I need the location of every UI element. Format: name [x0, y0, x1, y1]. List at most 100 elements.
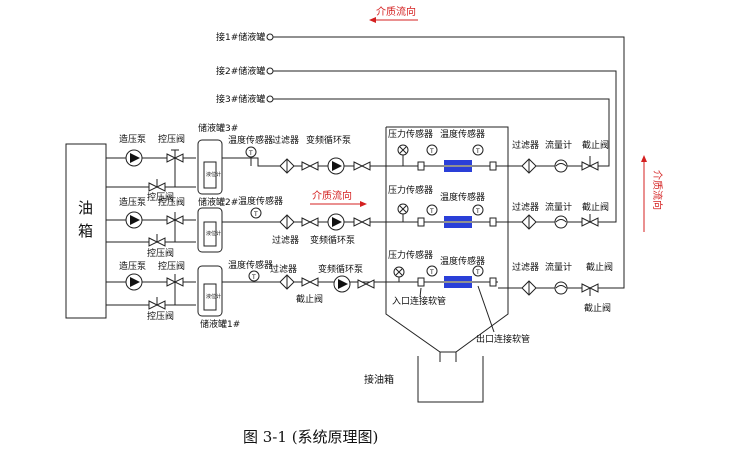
svg-text:储液罐1#: 储液罐1# [200, 318, 240, 330]
storage-tank-3: 液位计 [197, 139, 223, 195]
svg-text:造压泵: 造压泵 [119, 133, 146, 145]
svg-text:流量计: 流量计 [545, 261, 572, 273]
svg-text:截止阀: 截止阀 [586, 261, 613, 273]
figure-caption: 图 3-1 (系统原理图) [243, 428, 378, 446]
svg-text:截止阀: 截止阀 [582, 201, 609, 213]
temp-sensor-icon: T T [426, 204, 484, 216]
svg-text:液位计: 液位计 [206, 171, 221, 178]
valve-icon [301, 217, 319, 227]
svg-text:储液罐2#: 储液罐2# [198, 196, 238, 208]
svg-text:过滤器: 过滤器 [512, 201, 539, 213]
svg-text:压力传感器: 压力传感器 [388, 249, 433, 261]
outlet-row-1: 过滤器 流量计 截止阀 [498, 139, 610, 174]
relief-valve-icon [148, 297, 166, 310]
svg-text:过滤器: 过滤器 [272, 234, 299, 246]
svg-text:入口连接软管: 入口连接软管 [392, 295, 446, 307]
temp-sensor-icon: T T [426, 144, 484, 156]
control-valve-icon [166, 212, 184, 225]
flow-direction-top: 介质流向 [369, 5, 418, 23]
filter-icon [279, 158, 295, 174]
svg-text:接油箱: 接油箱 [364, 373, 394, 386]
svg-text:压力传感器: 压力传感器 [388, 184, 433, 196]
specimen-hose-icon [417, 216, 497, 228]
outlet-row-2: 过滤器 流量计 截止阀 [498, 201, 610, 230]
svg-text:截止阀: 截止阀 [584, 302, 611, 314]
filter-icon [521, 214, 537, 230]
relief-valve-icon [148, 234, 166, 247]
flow-direction-right: 介质流向 [641, 155, 664, 232]
flowmeter-icon [554, 215, 568, 229]
row-3: 造压泵 控压阀 控压阀 液位计 储液罐1# 温度传感器 T 过滤器 截止阀 变频… [106, 259, 396, 330]
outlet-row-3: 过滤器 流量计 截止阀 截止阀 [498, 261, 613, 314]
temp-sensor-icon: T [245, 146, 257, 166]
filter-icon [279, 274, 295, 290]
shutoff-valve-icon [581, 283, 599, 296]
svg-text:流量计: 流量计 [545, 139, 572, 151]
svg-text:温度传感器: 温度传感器 [228, 259, 273, 271]
svg-text:变频循环泵: 变频循环泵 [318, 263, 363, 275]
storage-tank-1: 液位计 [197, 265, 223, 317]
storage-tank-2: 液位计 [197, 207, 223, 253]
svg-text:过滤器: 过滤器 [512, 261, 539, 273]
svg-text:流量计: 流量计 [545, 201, 572, 213]
flow-direction-row2: 介质流向 [310, 189, 367, 207]
svg-text:截止阀: 截止阀 [582, 139, 609, 151]
svg-text:变频循环泵: 变频循环泵 [310, 234, 355, 246]
svg-text:T: T [475, 208, 480, 215]
storage-outlet-3: 接3#储液罐 [216, 93, 610, 158]
svg-text:T: T [429, 208, 434, 215]
temp-sensor-icon: T [250, 207, 262, 219]
check-valve-icon [353, 217, 371, 227]
filter-icon [279, 214, 295, 230]
pressure-pump-icon [125, 149, 143, 167]
svg-text:出口连接软管: 出口连接软管 [476, 333, 530, 345]
control-valve-icon [166, 149, 184, 163]
pressure-sensor-icon [393, 266, 405, 282]
vf-pump-icon [333, 275, 351, 293]
svg-text:控压阀: 控压阀 [158, 260, 185, 272]
svg-text:箱: 箱 [78, 222, 93, 240]
svg-text:控压阀: 控压阀 [147, 310, 174, 322]
test-chamber [385, 126, 509, 362]
svg-text:T: T [429, 269, 434, 276]
svg-text:过滤器: 过滤器 [270, 263, 297, 275]
svg-text:油: 油 [78, 199, 93, 217]
check-valve-icon [353, 161, 371, 171]
svg-text:温度传感器: 温度传感器 [228, 134, 273, 146]
svg-text:变频循环泵: 变频循环泵 [306, 134, 351, 146]
svg-text:温度传感器: 温度传感器 [440, 128, 485, 140]
pressure-sensor-icon [397, 203, 409, 222]
oil-tank: 油 箱 [65, 143, 107, 319]
flowmeter-icon [554, 281, 568, 295]
svg-text:控压阀: 控压阀 [147, 191, 174, 203]
svg-text:T: T [253, 211, 258, 218]
svg-text:过滤器: 过滤器 [272, 134, 299, 146]
svg-text:控压阀: 控压阀 [158, 196, 185, 208]
svg-text:T: T [248, 150, 253, 157]
specimen-hose-icon [417, 276, 497, 288]
chamber-row-3: 压力传感器 温度传感器 T T 入口连接软管 出口连接软管 [388, 249, 530, 345]
vf-pump-icon [327, 213, 345, 231]
svg-text:温度传感器: 温度传感器 [440, 191, 485, 203]
pressure-sensor-icon [397, 144, 409, 166]
svg-text:介质流向: 介质流向 [651, 170, 664, 210]
pressure-pump-icon [125, 211, 143, 229]
temp-sensor-icon: T T [426, 265, 484, 277]
svg-text:过滤器: 过滤器 [512, 139, 539, 151]
svg-text:控压阀: 控压阀 [147, 247, 174, 259]
temp-sensor-icon: T [248, 270, 260, 282]
row-2: 造压泵 控压阀 控压阀 储液罐2# 液位计 温度传感器 T 过滤器 变频循环泵 … [106, 189, 396, 259]
inlet-shutoff-valve-icon [301, 277, 319, 287]
svg-text:造压泵: 造压泵 [119, 196, 146, 208]
svg-text:液位计: 液位计 [206, 230, 221, 237]
control-valve-icon [166, 274, 184, 287]
svg-text:T: T [429, 148, 434, 155]
svg-text:液位计: 液位计 [206, 293, 221, 300]
svg-text:温度传感器: 温度传感器 [440, 255, 485, 267]
row-1: 造压泵 控压阀 控压阀 储液罐3# 液位计 温度传感器 T 过滤器 变频循环泵 [106, 122, 396, 203]
svg-text:储液罐3#: 储液罐3# [198, 122, 238, 134]
shutoff-valve-icon [581, 214, 599, 227]
svg-text:T: T [251, 274, 256, 281]
collection-tank: 接油箱 [364, 356, 484, 403]
